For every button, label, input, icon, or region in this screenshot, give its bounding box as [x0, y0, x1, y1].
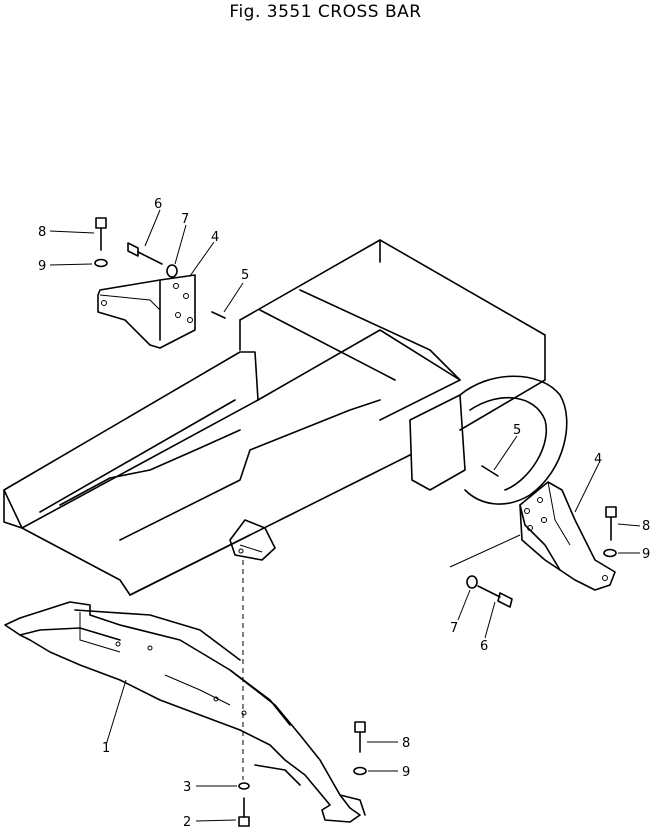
callout-9-right: 9	[642, 547, 650, 562]
callout-6-left: 6	[154, 197, 162, 212]
callout-2: 2	[183, 815, 191, 830]
callout-7-left: 7	[181, 212, 189, 227]
callout-7-right: 7	[450, 621, 458, 636]
callout-1: 1	[102, 741, 110, 756]
right-mount-bracket	[449, 465, 617, 608]
callout-8-right: 8	[642, 519, 650, 534]
callout-4-left: 4	[211, 230, 219, 245]
callout-8-left: 8	[38, 225, 46, 240]
left-mount-bracket	[94, 217, 226, 349]
bottom-fasteners	[238, 721, 367, 827]
callout-4-right: 4	[594, 452, 602, 467]
callout-5-left: 5	[241, 268, 249, 283]
callout-labels: 8 9 6 7 4 5 5 4 8 9 7 6 1 3 2 8 9	[38, 197, 650, 830]
cross-bar	[4, 601, 366, 823]
callout-6-right: 6	[480, 639, 488, 654]
callout-3: 3	[183, 780, 191, 795]
callout-9-bottom: 9	[402, 765, 410, 780]
frame-assembly	[3, 239, 568, 596]
callout-9-left: 9	[38, 259, 46, 274]
callout-5-right: 5	[513, 423, 521, 438]
leader-lines	[49, 209, 641, 822]
figure-title: Fig. 3551 CROSS BAR	[229, 2, 422, 22]
callout-8-bottom: 8	[402, 736, 410, 751]
